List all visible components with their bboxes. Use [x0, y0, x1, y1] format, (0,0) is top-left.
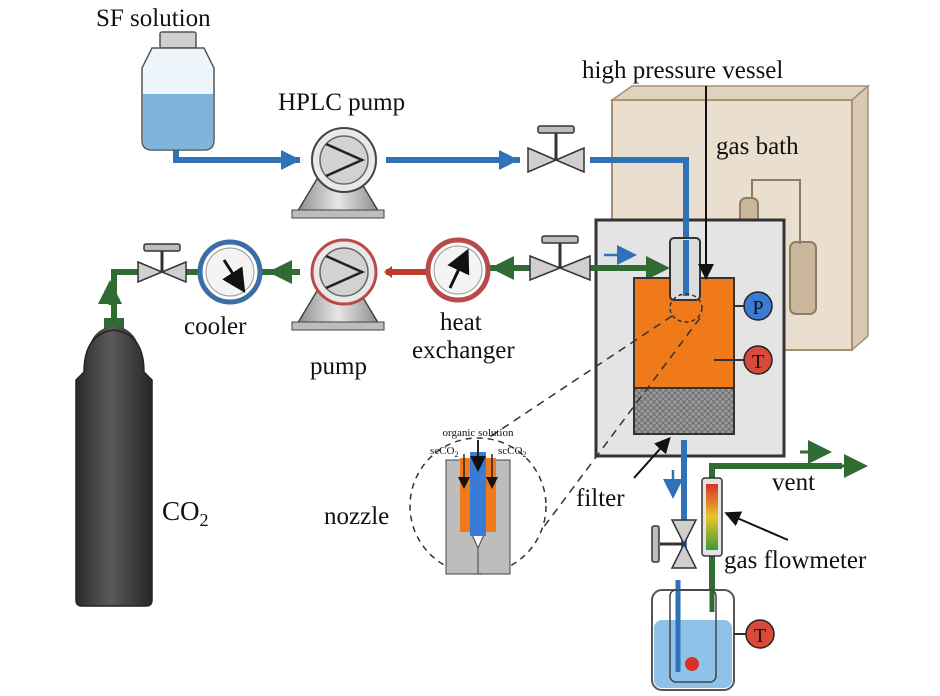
- exchanger-label: exchanger: [412, 337, 515, 364]
- flowmeter-pointer: [724, 511, 789, 541]
- valve-bottom[interactable]: [651, 519, 698, 569]
- bath-temperature-sensor: T: [734, 619, 775, 649]
- nozzle-label: nozzle: [324, 503, 389, 530]
- valve-co2[interactable]: [137, 243, 187, 284]
- green-arrows: [98, 256, 868, 478]
- collection-vessel: [651, 580, 735, 691]
- co2-cylinder: [75, 318, 153, 607]
- filter-label: filter: [576, 485, 625, 512]
- pressure-symbol: P: [752, 297, 763, 319]
- cooler-gauge: [197, 239, 263, 305]
- co2-pump: [291, 238, 385, 331]
- blue-arrows: [250, 150, 683, 499]
- scco2-left-label: scCO2: [430, 445, 458, 459]
- pump-label: pump: [310, 353, 367, 380]
- gas-bath-label: gas bath: [716, 133, 799, 160]
- valve-middle[interactable]: [529, 235, 591, 282]
- filter-pointer: [633, 437, 671, 479]
- scco2-right-label: scCO2: [498, 445, 526, 459]
- hplc-pump-label: HPLC pump: [278, 89, 405, 116]
- hplc-pump: [291, 127, 385, 219]
- vent-label: vent: [772, 469, 815, 496]
- nozzle-detail: [409, 437, 547, 575]
- co2-label: CO2: [162, 496, 209, 530]
- temperature-symbol: T: [752, 351, 764, 373]
- sf-solution-bottle: [141, 31, 215, 151]
- high-pressure-vessel: [633, 237, 735, 435]
- heat-exchanger-gauge: [425, 237, 491, 303]
- cooler-label: cooler: [184, 313, 247, 340]
- sf-solution-label: SF solution: [96, 5, 211, 32]
- temperature-sensor: T: [714, 345, 773, 375]
- high-pressure-vessel-label: high pressure vessel: [582, 57, 783, 84]
- heat-label: heat: [440, 309, 482, 336]
- temperature-symbol-bottom: T: [754, 625, 766, 647]
- organic-solution-label: organic solution: [443, 427, 514, 439]
- pressure-sensor: P: [734, 291, 773, 321]
- gas-flowmeter-label: gas flowmeter: [724, 547, 867, 574]
- valve-top[interactable]: [527, 125, 585, 174]
- red-pipe: [384, 266, 430, 278]
- gas-flowmeter: [701, 477, 723, 557]
